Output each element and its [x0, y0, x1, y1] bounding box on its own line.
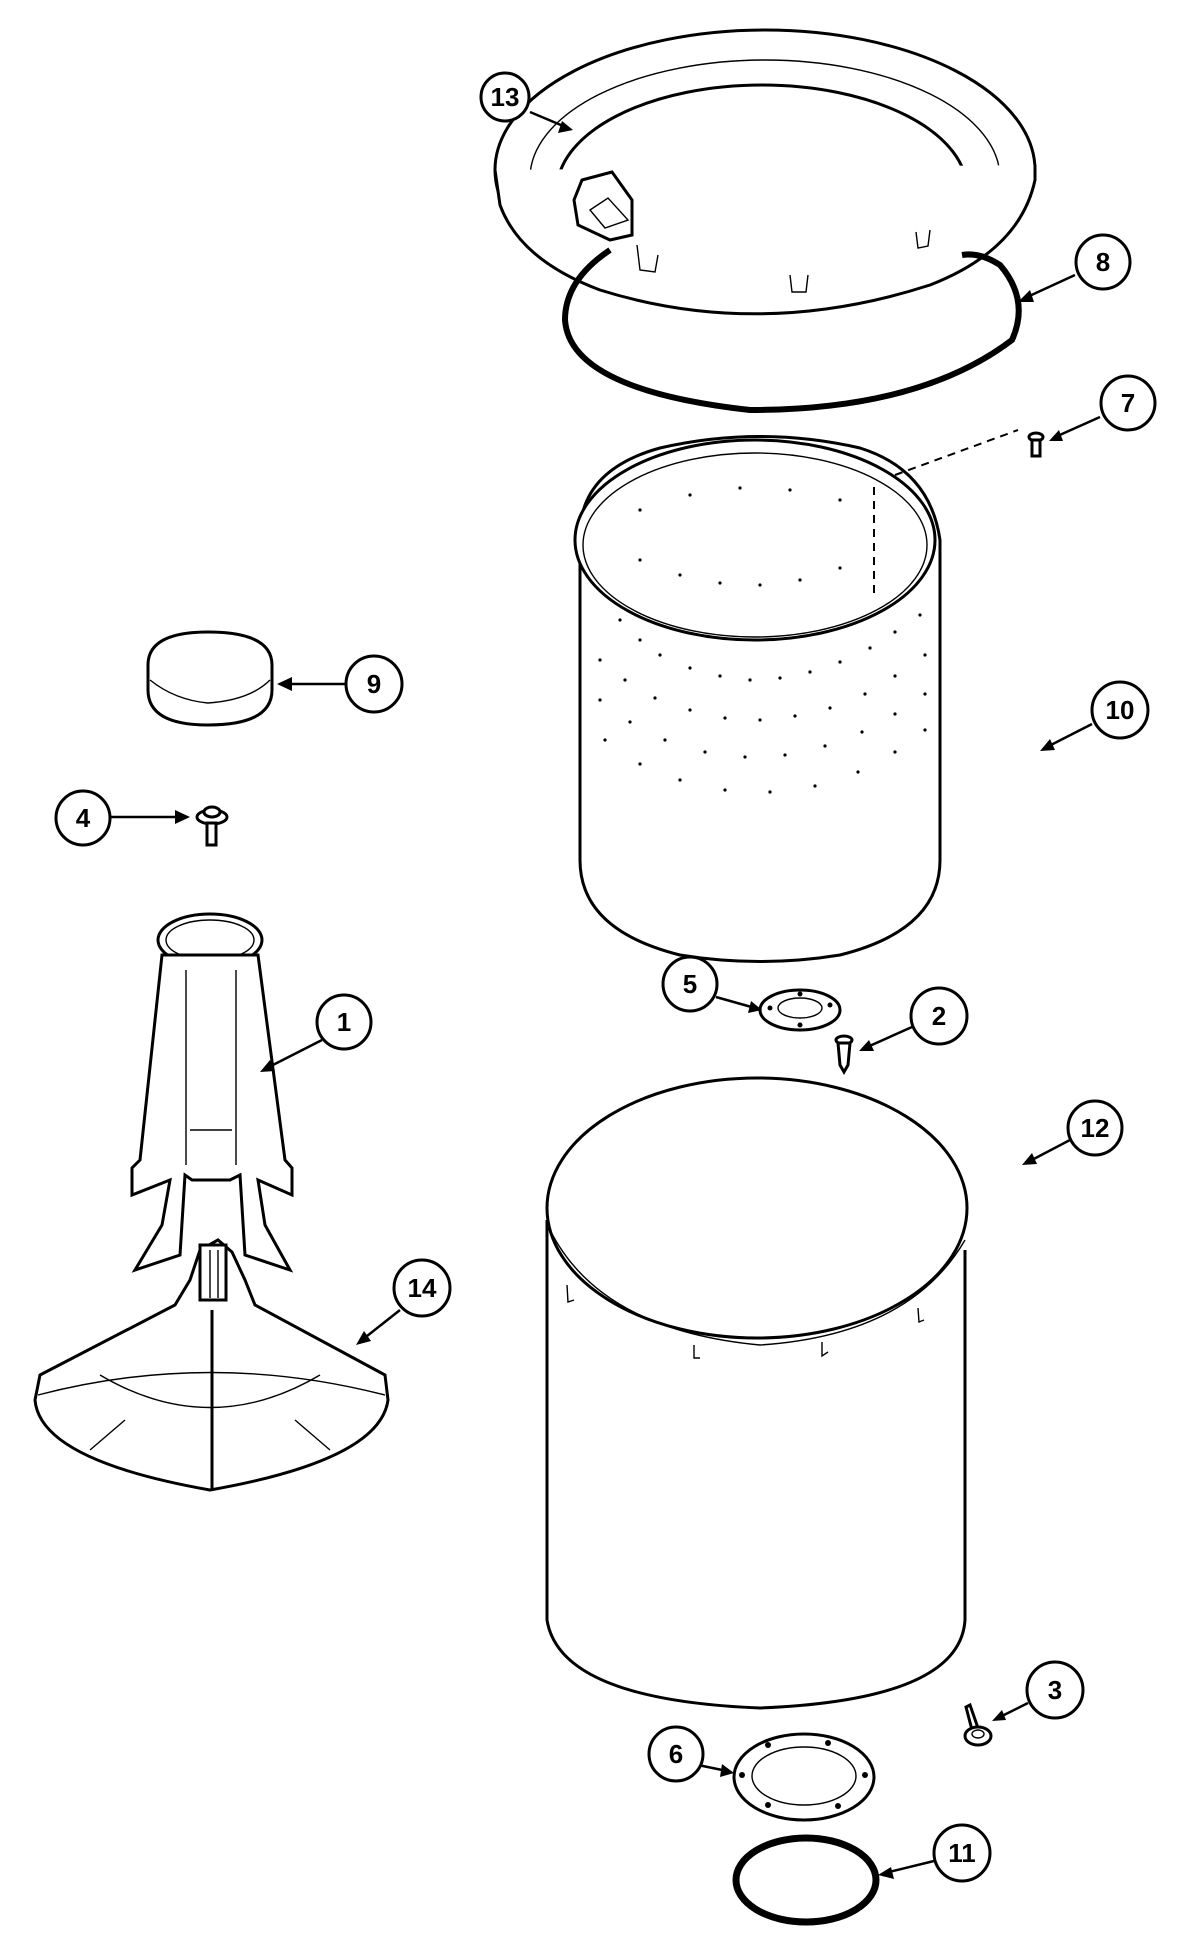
callout-14[interactable]: 14	[356, 1258, 452, 1345]
basket-perforations	[598, 486, 927, 794]
part-screw-7	[1027, 431, 1045, 458]
callout-label: 14	[408, 1273, 437, 1303]
part-o-ring-seal	[561, 247, 1022, 414]
callout-label: 5	[683, 969, 697, 999]
callout-label: 10	[1106, 695, 1135, 725]
callout-4[interactable]: 4	[54, 789, 190, 847]
callout-12[interactable]: 12	[1022, 1099, 1124, 1165]
callout-6[interactable]: 6	[647, 1725, 734, 1783]
callout-label: 6	[669, 1739, 683, 1769]
part-gasket-flange	[732, 1732, 876, 1822]
callout-1[interactable]: 1	[260, 993, 373, 1072]
callout-label: 12	[1081, 1113, 1110, 1143]
part-bolt-3	[963, 1702, 993, 1747]
callout-13[interactable]: 13	[479, 71, 573, 133]
callout-label: 3	[1048, 1675, 1062, 1705]
callout-7[interactable]: 7	[1049, 374, 1157, 441]
callout-11[interactable]: 11	[878, 1823, 992, 1883]
callout-label: 1	[337, 1007, 351, 1037]
part-outer-tub	[545, 1076, 969, 1710]
callout-label: 7	[1121, 388, 1135, 418]
callout-label: 9	[367, 669, 381, 699]
part-flange-washer	[758, 988, 842, 1032]
part-drive-belt-ring	[732, 1834, 880, 1926]
callout-3[interactable]: 3	[992, 1660, 1085, 1721]
callout-label: 4	[76, 803, 91, 833]
part-tub-ring	[493, 28, 1037, 316]
callout-9[interactable]: 9	[277, 654, 404, 714]
part-screw-2	[834, 1034, 854, 1076]
part-agitator-base	[33, 1238, 390, 1492]
callout-2[interactable]: 2	[859, 986, 969, 1051]
part-cap	[146, 630, 274, 727]
callout-10[interactable]: 10	[1040, 680, 1150, 751]
part-spin-basket	[573, 429, 1019, 963]
callout-label: 2	[932, 1001, 946, 1031]
callout-5[interactable]: 5	[661, 955, 762, 1013]
callout-8[interactable]: 8	[1018, 233, 1132, 302]
callout-label: 11	[948, 1838, 976, 1868]
callout-label: 13	[491, 82, 520, 112]
callout-label: 8	[1096, 247, 1110, 277]
part-bolt-4	[195, 805, 229, 847]
part-agitator-column	[130, 912, 294, 1273]
